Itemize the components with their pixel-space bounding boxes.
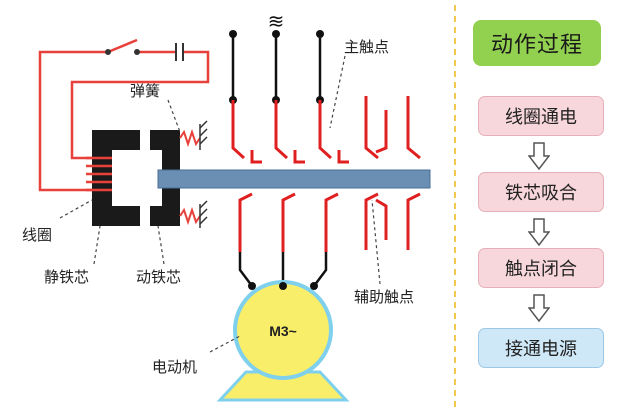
process-step-contacts-close: 触点闭合 <box>478 248 604 288</box>
actuator-bar <box>157 169 431 189</box>
capacitor-symbol <box>175 43 184 61</box>
ac-symbol: ≋ <box>268 9 285 33</box>
process-step-coil-energized: 线圈通电 <box>478 96 604 136</box>
spring-top <box>179 128 201 148</box>
label-motor: 电动机 <box>152 358 197 376</box>
label-coil: 线圈 <box>22 226 52 244</box>
leader-lines <box>59 55 381 353</box>
spring-mount <box>199 120 208 228</box>
spring-bottom <box>179 206 201 226</box>
control-circuit <box>38 38 210 192</box>
motor-symbol: M3~ <box>269 323 297 339</box>
label-moving-core: 动铁芯 <box>136 268 181 286</box>
coil-winding <box>86 156 112 192</box>
label-static-core: 静铁芯 <box>44 268 89 286</box>
auxiliary-contacts <box>364 96 421 250</box>
label-spring: 弹簧 <box>130 82 160 100</box>
label-main-contacts: 主触点 <box>344 38 389 56</box>
power-lines <box>231 34 328 287</box>
switch-contacts <box>105 49 140 55</box>
process-step-power-on: 接通电源 <box>478 328 604 368</box>
static-iron-core <box>92 130 140 226</box>
down-arrow-icon <box>528 142 550 170</box>
down-arrow-icon <box>528 218 550 246</box>
process-step-core-attract: 铁芯吸合 <box>478 172 604 212</box>
down-arrow-icon <box>528 294 550 322</box>
label-aux-contacts: 辅助触点 <box>354 288 414 306</box>
main-contacts <box>231 100 349 252</box>
motor <box>216 280 350 402</box>
process-title: 动作过程 <box>473 20 601 66</box>
